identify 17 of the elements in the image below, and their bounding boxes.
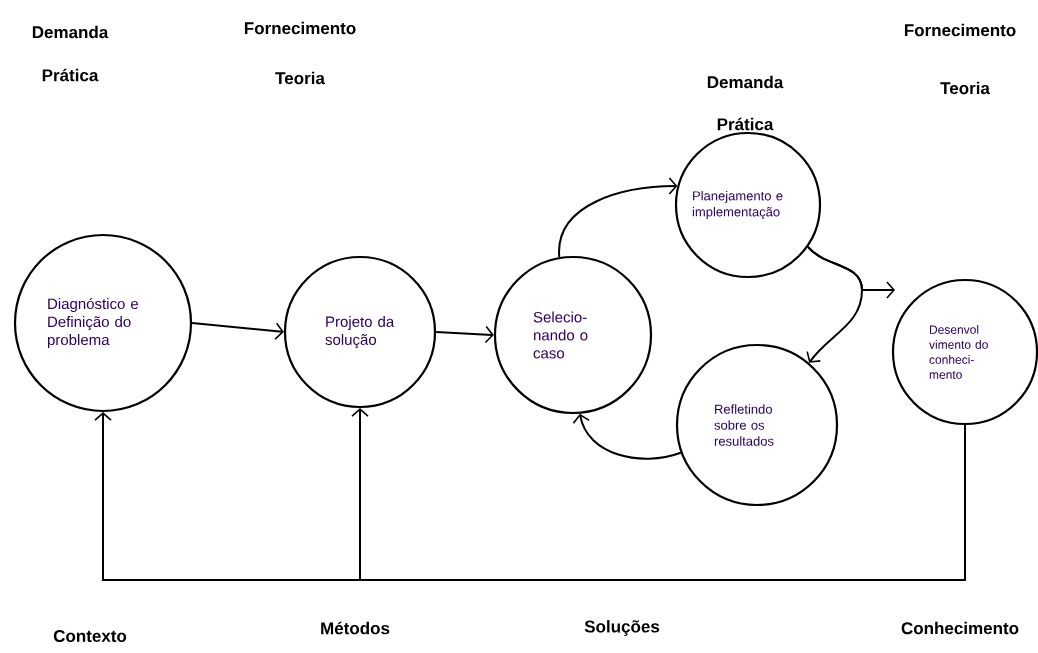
heading-label: Fornecimento bbox=[904, 23, 1016, 37]
heading-label: Fornecimento bbox=[244, 21, 356, 35]
arrow bbox=[806, 245, 895, 299]
heading-label: Demanda bbox=[32, 25, 109, 39]
heading-label: Contexto bbox=[53, 630, 127, 642]
arrow bbox=[191, 322, 284, 340]
heading-label: Conhecimento bbox=[901, 621, 1019, 635]
heading-label: Soluções bbox=[584, 620, 660, 636]
heading-label: Prática bbox=[42, 68, 99, 82]
heading-label: Demanda bbox=[707, 75, 784, 89]
arrow bbox=[558, 177, 678, 259]
heading-label: Teoria bbox=[940, 81, 990, 95]
heading-label: Teoria bbox=[275, 71, 325, 85]
arrow bbox=[572, 413, 682, 460]
heading-label: Métodos bbox=[321, 621, 390, 635]
arrow bbox=[351, 408, 966, 581]
arrow bbox=[435, 325, 494, 344]
